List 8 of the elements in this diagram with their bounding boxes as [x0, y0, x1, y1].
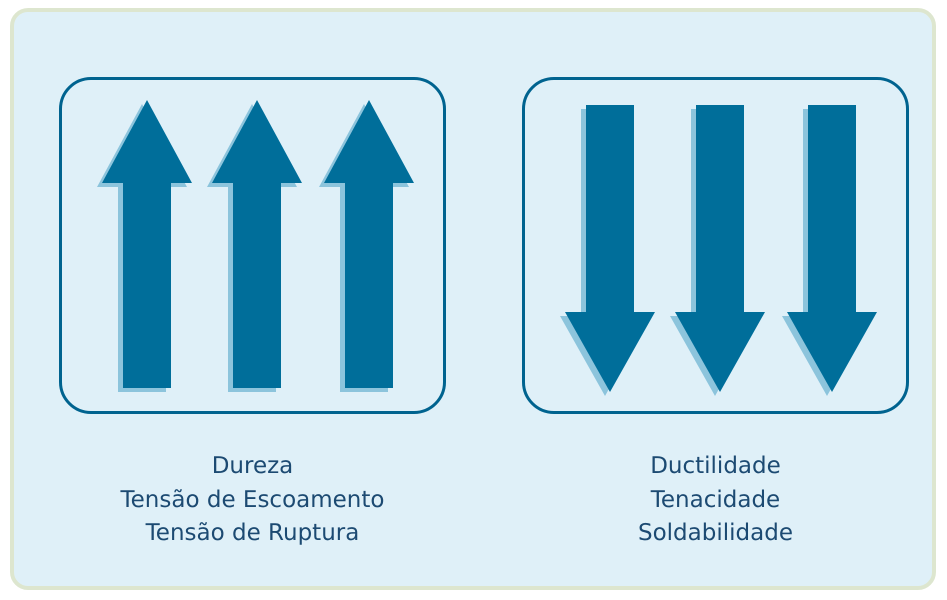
- rounded-box: [522, 77, 909, 414]
- property-label: Soldabilidade: [638, 519, 793, 548]
- property-label: Dureza: [212, 452, 294, 481]
- property-label: Tensão de Escoamento: [120, 486, 384, 514]
- property-label: Tensão de Ruptura: [146, 519, 360, 548]
- property-label: Tenacidade: [650, 486, 780, 514]
- property-label: Ductilidade: [650, 452, 781, 481]
- rounded-box: [59, 77, 446, 414]
